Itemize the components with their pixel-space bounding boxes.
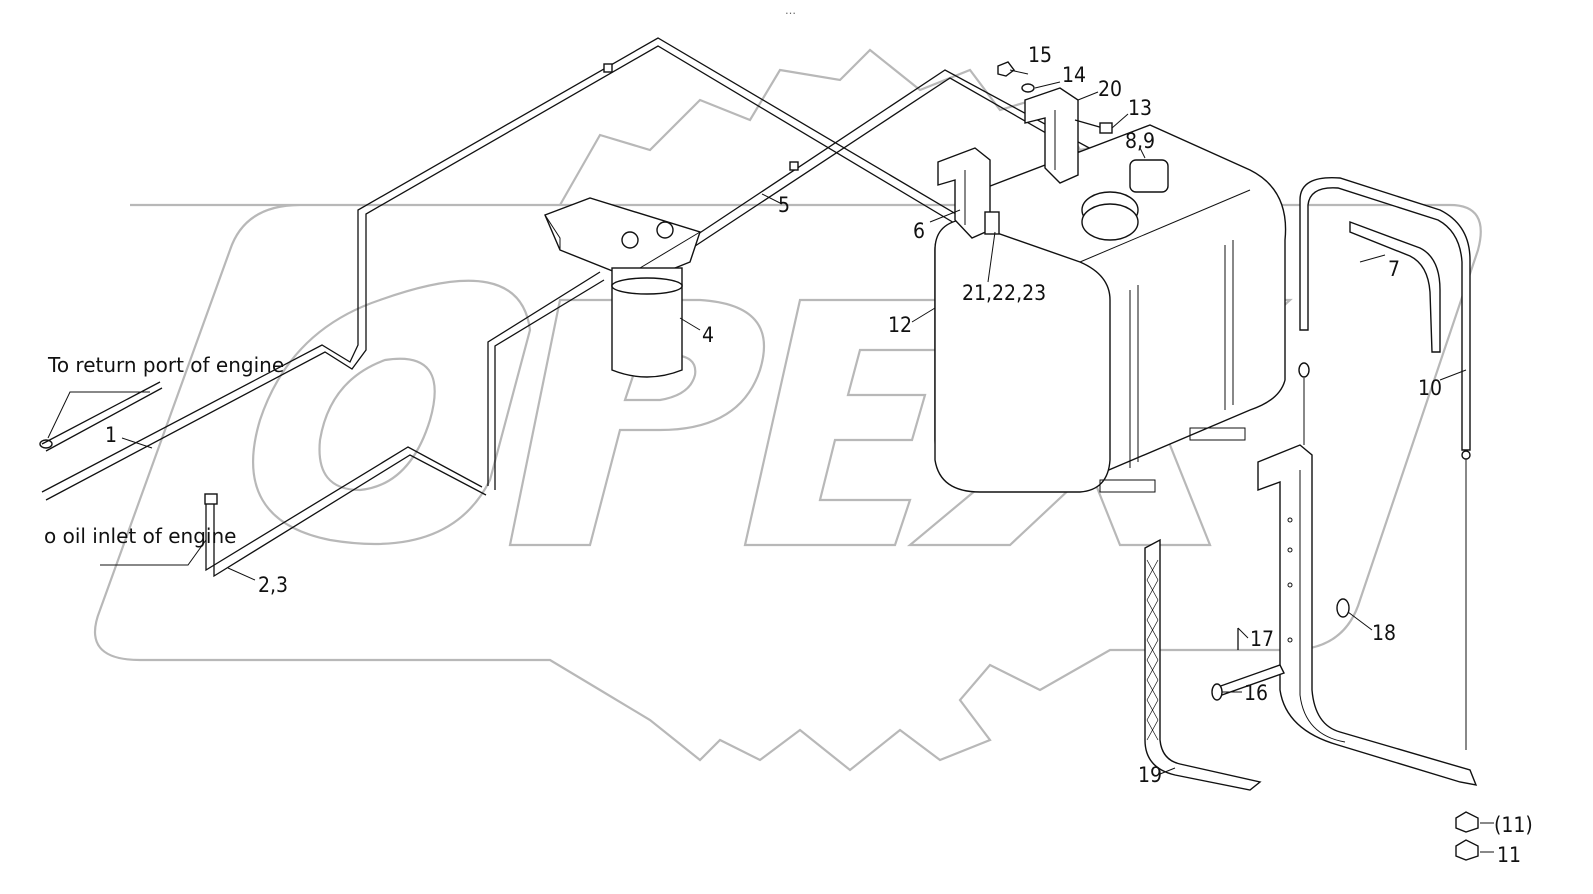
callout-15: 15: [1028, 43, 1052, 67]
callout-12: 12: [888, 313, 912, 337]
nut-11-lower: [1455, 839, 1479, 861]
nut-11-upper: [1455, 811, 1479, 833]
bolt-13: [1074, 119, 1113, 134]
callout-13: 13: [1128, 96, 1152, 120]
callout-4: 4: [702, 323, 714, 347]
callout-1: 1: [105, 423, 117, 447]
pipe-2-3-fitting: [204, 493, 218, 505]
fitting-21-22-23: [984, 211, 1000, 235]
callout-18: 18: [1372, 621, 1396, 645]
washer-18: [1336, 598, 1350, 618]
pin-16: [1211, 664, 1285, 701]
pipe-2-3: [204, 446, 487, 578]
callout-19: 19: [1138, 763, 1162, 787]
callout-21-22-23: 21,22,23: [962, 281, 1046, 305]
bracket-6: [937, 147, 991, 239]
bracket-20: [1024, 87, 1079, 184]
tank-gauge-8-9: [1129, 159, 1169, 193]
annotation-return-port: To return port of engine: [47, 353, 284, 377]
watermark-logo: [94, 48, 1482, 772]
support-bracket: [1257, 444, 1478, 786]
pad-7: [1349, 220, 1441, 353]
rubber-pad-19: [1144, 538, 1262, 791]
leader-lines: [47, 69, 1494, 853]
strap-10: [1298, 176, 1471, 750]
filter-port-2: [656, 221, 674, 239]
callout-10: 10: [1418, 376, 1442, 400]
callout-14: 14: [1062, 63, 1086, 87]
callout-11: 11: [1497, 843, 1521, 867]
washer-14: [1021, 83, 1035, 93]
pipe-1-end: [39, 439, 53, 449]
annotation-oil-inlet: o oil inlet of engine: [44, 524, 236, 548]
strap-10-eye: [1298, 362, 1310, 378]
pipe-1: [39, 37, 1001, 501]
callout-8-9: 8,9: [1125, 129, 1155, 153]
fuel-tank-12: [934, 124, 1287, 493]
filter-port-1: [621, 231, 639, 249]
callout-6: 6: [913, 219, 925, 243]
callout-20: 20: [1098, 77, 1122, 101]
header-indicator: …: [785, 4, 796, 17]
fuel-filter-4: [544, 197, 701, 378]
callout-11-paren: (11): [1494, 813, 1533, 837]
pipe-1-joint: [603, 63, 613, 73]
nut-15: [997, 61, 1015, 77]
callout-7: 7: [1388, 257, 1400, 281]
pipe-5-joint: [789, 161, 799, 171]
callout-17: 17: [1250, 627, 1274, 651]
callout-5: 5: [778, 193, 790, 217]
callout-2-3: 2,3: [258, 573, 288, 597]
callout-16: 16: [1244, 681, 1268, 705]
